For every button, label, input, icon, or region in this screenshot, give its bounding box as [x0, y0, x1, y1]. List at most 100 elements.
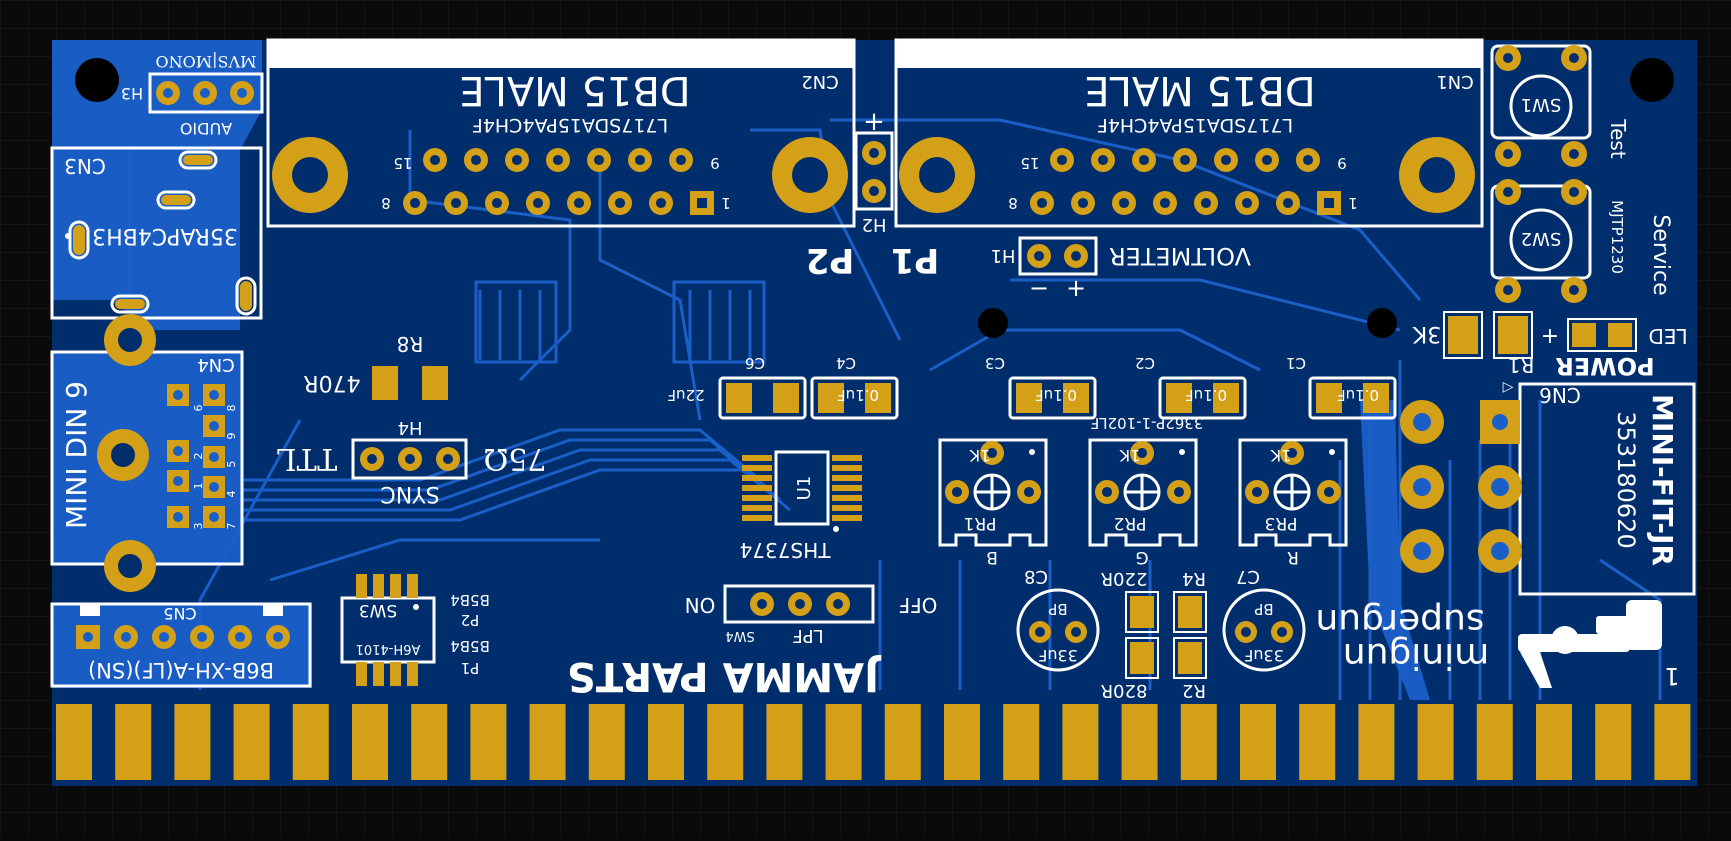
cn5-pin-1-hole	[120, 631, 132, 643]
jamma-finger-11	[648, 704, 684, 780]
audio-header: H3 MVS|MONO AUDIO	[121, 52, 264, 138]
cn1-pin-row	[1030, 148, 1341, 215]
jamma-finger-19	[1121, 704, 1158, 780]
r1-ref: R1	[1508, 353, 1535, 377]
sw3-label-b5b4-bottom: B5B4	[450, 637, 490, 655]
cn5-pin-2-hole	[158, 631, 170, 643]
c3-ref: C3	[985, 354, 1005, 372]
u1-pad-left-0	[742, 455, 772, 461]
cn1-pins-pin-top-1-hole	[1097, 154, 1109, 166]
cn4-pin-label-8: 8	[225, 405, 238, 412]
cn1-pins-pin-top-2-hole	[1138, 154, 1150, 166]
c8-ref: C8	[1024, 566, 1048, 587]
cn2-pins-pin-square-hole	[697, 198, 707, 208]
cn5-pin-5-hole	[272, 631, 284, 643]
cn2-pins-pin-bottom-4-hole	[573, 197, 585, 209]
cn4-pin-label-1: 1	[192, 483, 205, 490]
c2-value: 0.1uF	[1185, 386, 1227, 404]
r4-ref: R4	[1182, 568, 1206, 589]
h2-plus-label: +	[863, 107, 885, 137]
sw3-part-number: A6H-4101	[356, 641, 421, 656]
jamma-finger-16	[944, 704, 980, 780]
jamma-finger-14	[825, 704, 862, 780]
jamma-finger-13	[766, 704, 803, 780]
u1-pad-left-1	[742, 465, 772, 471]
u1-video-amplifier	[742, 450, 862, 532]
u1-pad-right-2	[832, 475, 862, 481]
pr1-adjust-cross	[975, 475, 1009, 509]
jamma-finger-20	[1180, 704, 1217, 780]
c6-ref: C6	[745, 354, 765, 372]
u1-pad-left-3	[742, 485, 772, 491]
sw4-lpf-switch: ON OFF LPF SW4	[685, 584, 937, 646]
pr2-pin-a-hole	[1101, 486, 1113, 498]
cn4-pin-label-6: 6	[192, 405, 205, 412]
unused-footprints	[474, 280, 766, 364]
pr2-outline	[1088, 438, 1198, 547]
cn1-pins-pin-top-6-hole	[1302, 154, 1314, 166]
pr2-pin-b-hole	[1173, 486, 1185, 498]
sync-ref: H4	[398, 417, 423, 438]
c1-pad-a	[1316, 383, 1342, 413]
u1-pad-right-5	[832, 505, 862, 511]
cn6-pin1-marker: ▷	[1503, 379, 1514, 395]
jamma-finger-23	[1358, 704, 1395, 780]
jamma-finger-17	[1003, 704, 1040, 780]
jamma-finger-18	[1062, 704, 1099, 780]
voltmeter-plus-label: +	[1066, 274, 1086, 302]
c1-pad-b	[1363, 383, 1389, 413]
cn1-title: DB15 MALE	[1084, 67, 1315, 113]
pr1-ref: PR1	[964, 513, 997, 533]
sw1-test-switch: SW1 Test	[1490, 44, 1630, 167]
cn2-ref: CN2	[801, 71, 839, 92]
cn2-pins-pin-top-4-hole	[593, 154, 605, 166]
cn4-pin-hole-2	[209, 421, 219, 431]
brand-supergun: supergun	[1315, 601, 1484, 642]
cn2-pin-row	[403, 148, 714, 215]
cn4-pin-hole-3	[173, 446, 183, 456]
cn4-pin-label-3: 3	[192, 523, 205, 530]
jamma-finger-12	[707, 704, 744, 780]
potentiometers	[938, 438, 1348, 547]
c1-value: 0.1uF	[1337, 386, 1379, 404]
power-label: POWER	[1555, 352, 1654, 380]
cn2-pins-pin-bottom-5-hole	[614, 197, 626, 209]
h2-ref: H2	[862, 214, 887, 235]
r8-resistor: R8 470R	[303, 332, 448, 400]
cn4-pin-hole-7	[173, 512, 183, 522]
cn6-ref: CN6	[1539, 383, 1581, 407]
cn6-minifit-connector: ▷ CN6 MINI-FIT-JR 353180620	[1400, 379, 1696, 596]
u1-pad-right-0	[832, 455, 862, 461]
pots-part-number: 3362P-1-102LF	[1091, 414, 1204, 432]
c7-ref: C7	[1236, 566, 1260, 587]
sw3-label-p2: P2	[461, 611, 480, 629]
c7-value: 33uF	[1244, 646, 1284, 665]
sw3-ref: SW3	[359, 600, 397, 620]
c2-pad-b	[1213, 383, 1239, 413]
sync-ohm-label: 75Ω	[483, 441, 546, 476]
pr1-pin-a-hole	[951, 486, 963, 498]
cn2-pins-pin-top-2-hole	[511, 154, 523, 166]
r1-resistor: 3K R1	[1412, 311, 1535, 377]
jamma-finger-2	[115, 704, 152, 780]
cn4-pin-hole-4	[209, 452, 219, 462]
u1-pad-left-6	[742, 515, 772, 521]
r4-r2-resistors: R4 220R R2 820R	[1101, 568, 1207, 701]
sw4-lpf-label: LPF	[792, 625, 823, 646]
cn2-pins-pin-bottom-3-hole	[532, 197, 544, 209]
c8-bipolar-cap: BP 33uF C8	[1016, 566, 1100, 672]
pr1-pin-wiper-hole	[986, 447, 998, 459]
cn1-pin-label-1: 1	[1348, 194, 1358, 212]
c4-pad-a	[818, 383, 844, 413]
cn4-ref: CN4	[197, 354, 235, 375]
cn5-pin-square-hole	[83, 632, 93, 642]
cn1-pins-pin-top-4-hole	[1220, 154, 1232, 166]
jamma-parts-label: JAMMA PARTS	[567, 653, 882, 699]
cn3-part-number: 35RAPC4BH3	[92, 223, 238, 248]
cn4-pin-label-2: 2	[192, 453, 205, 460]
cn1-part-number: L717SDA15PA4CH4F	[1097, 114, 1293, 136]
cn1-pins-pin-bottom-4-hole	[1200, 197, 1212, 209]
